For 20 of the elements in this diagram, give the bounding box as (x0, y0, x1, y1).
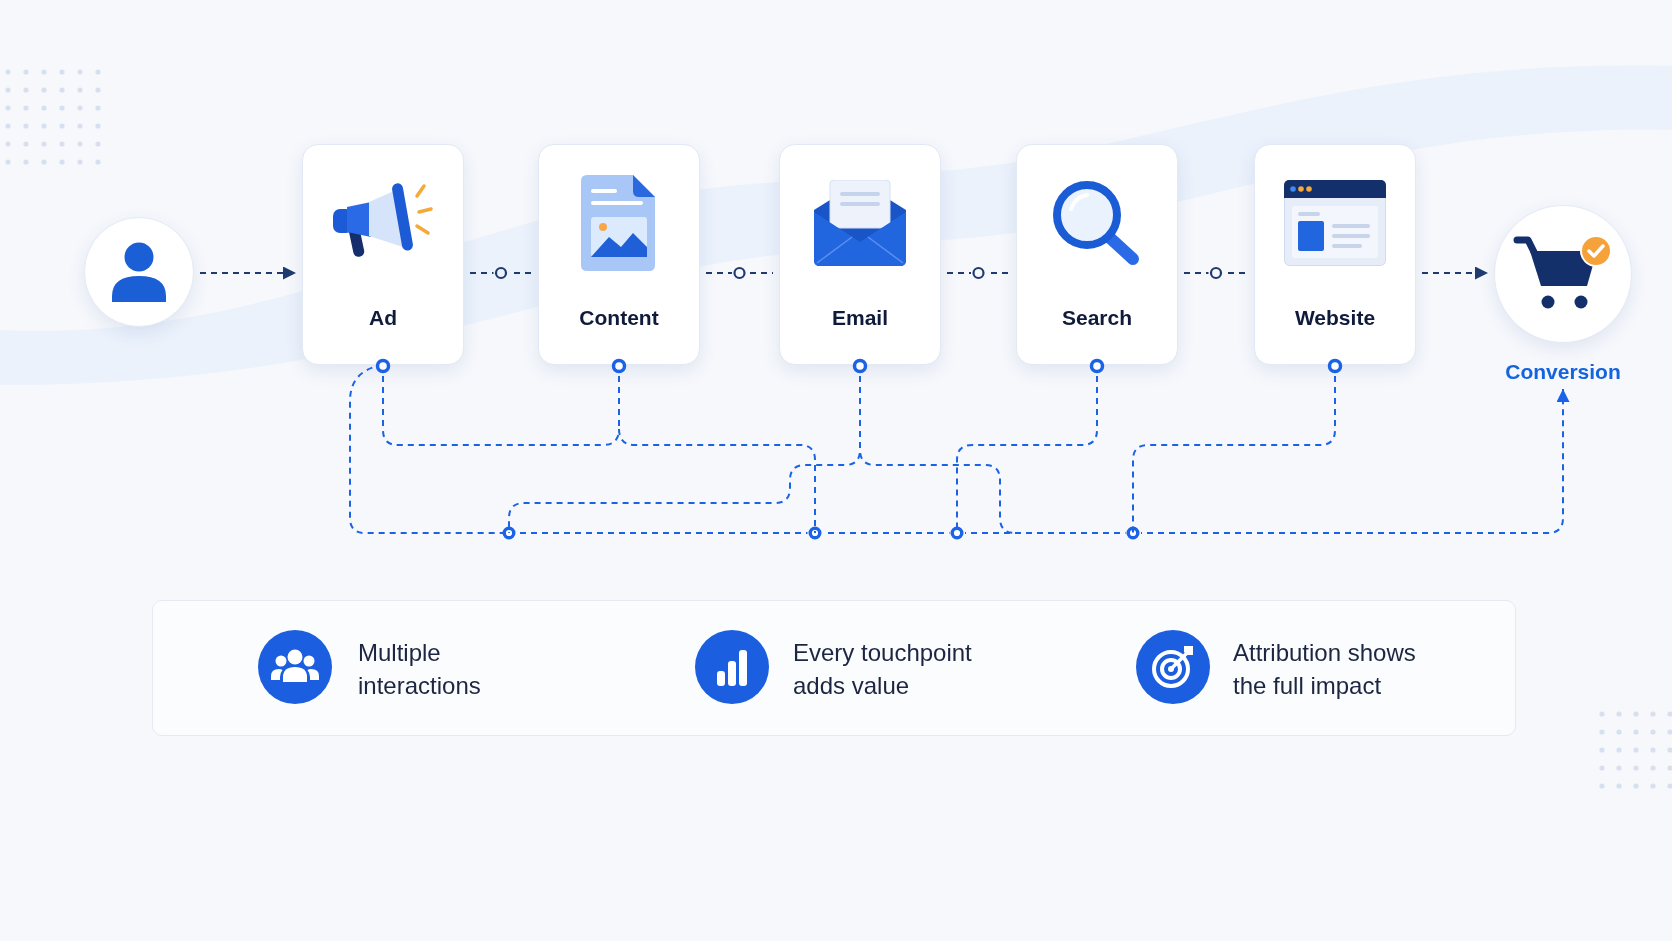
touchpoint-card (1016, 144, 1178, 365)
card-label: Search (1061, 305, 1132, 331)
dashed-connector (469, 272, 533, 274)
summary-panel (152, 600, 1516, 736)
conversion-label: Conversion (1505, 359, 1621, 385)
card-label: Ad (369, 305, 397, 331)
touchpoint-card (302, 144, 464, 365)
touchpoint-card (538, 144, 700, 365)
card-label: Website (1294, 305, 1376, 331)
feature-text: Attribution shows the full impact (1233, 638, 1417, 701)
dashed-connector (705, 272, 774, 274)
card-label: Email (832, 305, 888, 331)
dashed-connector (946, 272, 1011, 274)
touchpoint-card (779, 144, 941, 365)
dashed-connector (199, 266, 297, 280)
dashed-connector (1421, 266, 1489, 280)
feature-text: Multiple interactions (358, 638, 482, 701)
card-label: Content (579, 305, 659, 331)
touchpoint-card (1254, 144, 1416, 365)
feature-text: Every touchpoint adds value (793, 638, 973, 701)
